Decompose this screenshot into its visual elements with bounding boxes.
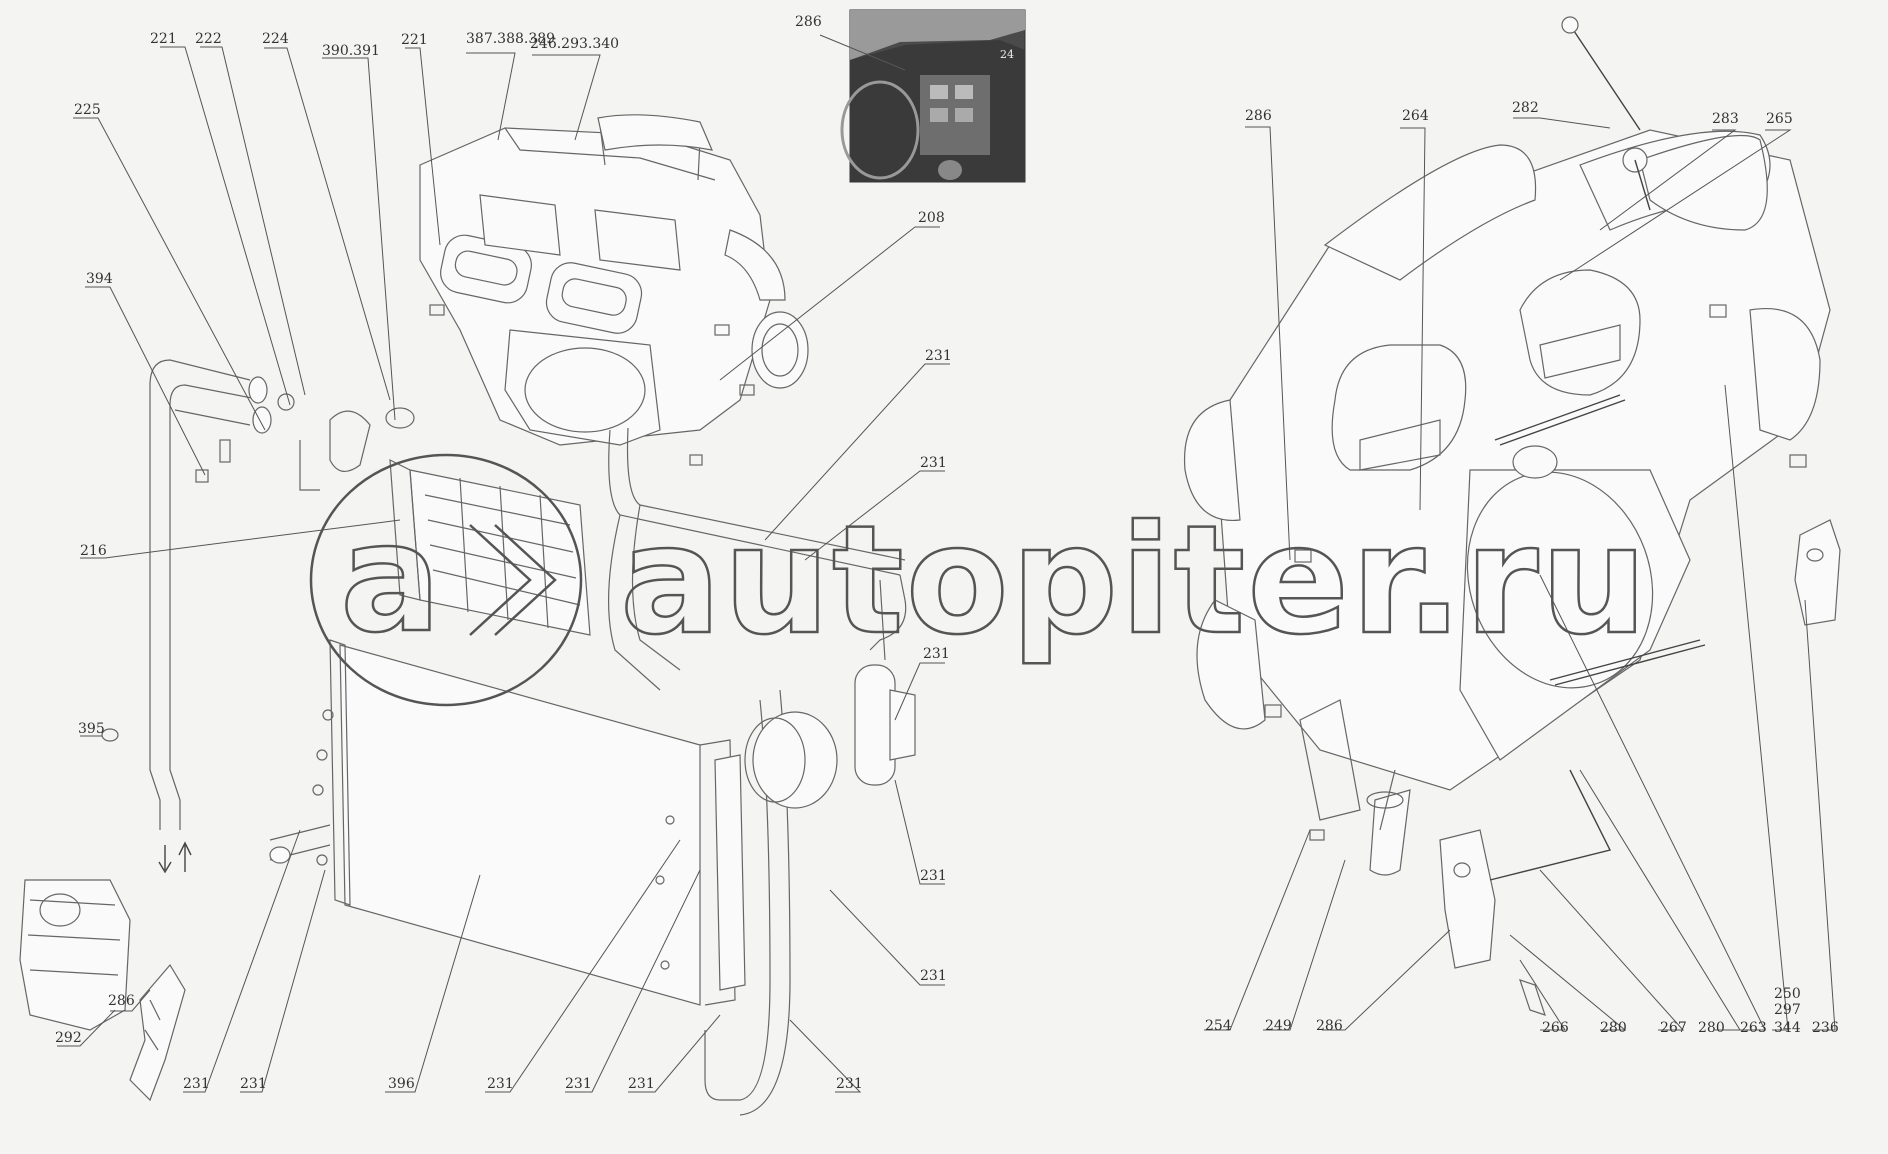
part-label: 231 [183,1076,210,1092]
part-label: 390.391 [322,43,380,59]
part-label: 286 [1316,1018,1343,1034]
hoses-left [101,359,415,874]
svg-text:a: a [340,492,443,666]
watermark: a autopiter.ru [309,453,1649,707]
part-label: 387.388.389 [466,31,555,47]
part-label: 282 [1512,100,1539,116]
part-label: 249 [1265,1018,1292,1034]
part-label: 216 [80,543,107,559]
part-label: 222 [195,31,222,47]
part-label: 231 [628,1076,655,1092]
part-label: 231 [920,868,947,884]
watermark-text: autopiter.ru [620,494,1649,668]
receiver-drier [744,664,916,809]
part-label: 221 [150,31,177,47]
part-label: 395 [78,721,105,737]
part-label: 286 [795,14,822,30]
part-label: 231 [565,1076,592,1092]
hvac-unit-left [419,114,809,466]
part-label: 394 [86,271,113,287]
part-label: 231 [920,968,947,984]
part-label: 292 [55,1030,82,1046]
part-label: 280 [1600,1020,1627,1036]
part-label: 264 [1402,108,1429,124]
part-labels: 221 222 224 390.391 221 387.388.389 246.… [55,14,1839,1092]
part-label: 267 [1660,1020,1687,1036]
part-label: 231 [240,1076,267,1092]
part-label: 221 [401,32,428,48]
part-label: 396 [388,1076,415,1092]
part-label: 280 [1698,1020,1725,1036]
part-label: 224 [262,31,289,47]
part-label: 254 [1205,1018,1232,1034]
cab-photo-inset: 24 [819,9,1026,183]
part-label: 236 [1812,1020,1839,1036]
part-label: 225 [74,102,101,118]
leader-lines [57,46,1836,1093]
part-label: 231 [925,348,952,364]
part-label: 266 [1542,1020,1569,1036]
part-label: 286 [108,993,135,1009]
part-label: 231 [920,455,947,471]
part-label: 263 [1740,1020,1767,1036]
compressor [19,879,186,1102]
hvac-unit-right [1183,16,1841,1016]
part-label: 208 [918,210,945,226]
part-label: 265 [1766,111,1793,127]
part-label: 250 [1774,986,1801,1002]
part-label: 283 [1712,111,1739,127]
part-label: 344 [1774,1020,1801,1036]
photo-callout: 24 [1000,48,1014,61]
part-label: 297 [1774,1002,1801,1018]
part-label: 286 [1245,108,1272,124]
part-label: 231 [836,1076,863,1092]
part-label: 231 [923,646,950,662]
part-label: 231 [487,1076,514,1092]
part-label: 246.293.340 [530,36,619,52]
condenser [269,639,746,1006]
